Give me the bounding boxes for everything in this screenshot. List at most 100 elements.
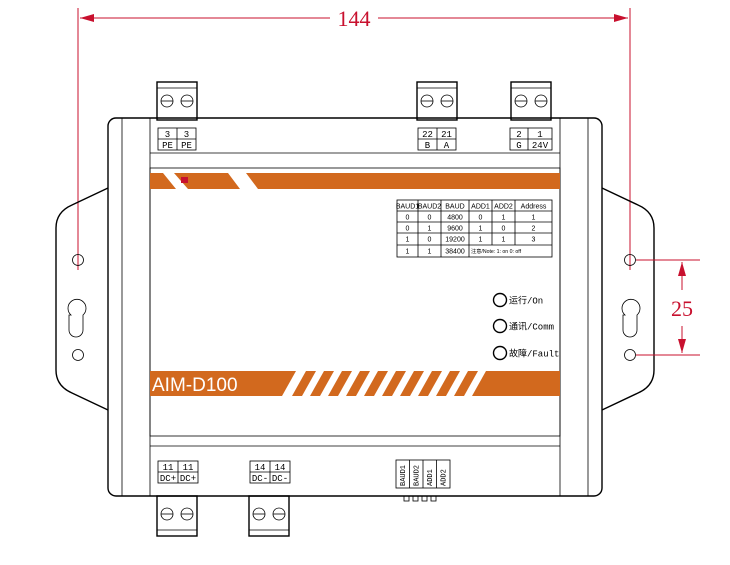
table-cell: 1	[428, 226, 432, 233]
table-cell: 1	[532, 215, 536, 222]
left-keyhole-slot	[67, 298, 87, 338]
terminal-label: DC-	[252, 474, 268, 484]
model-name: AIM-D100	[152, 375, 238, 396]
dip-actuator-icon	[412, 495, 419, 502]
dip-actuator-icon	[430, 495, 437, 502]
terminal-number: 11	[183, 463, 194, 473]
right-mounting-flange	[601, 187, 655, 411]
terminal-block-rs485	[416, 81, 458, 121]
terminal-label: PE	[181, 141, 192, 151]
terminal-number: 11	[163, 463, 174, 473]
terminal-block-dc-minus	[248, 495, 290, 537]
dip-switch-label: BAUD2	[414, 465, 422, 486]
left-mounting-hole-top	[72, 254, 84, 266]
terminal-block-pe	[156, 81, 198, 121]
hole-spacing-dimension: 25	[636, 259, 700, 356]
terminal-label: G	[516, 141, 521, 151]
terminal-number: 14	[255, 463, 266, 473]
terminal-label: A	[444, 141, 450, 151]
table-cell: 1	[479, 237, 483, 244]
terminal-number: 1	[537, 130, 542, 140]
terminal-number: 21	[441, 130, 452, 140]
terminal-block-power	[510, 81, 552, 121]
terminal-number: 22	[422, 130, 433, 140]
terminal-label: 24V	[532, 141, 549, 151]
model-banner: AIM-D100	[150, 371, 560, 396]
dip-switch-label: ADD1	[427, 469, 435, 486]
front-cover	[149, 167, 561, 437]
terminal-label: B	[425, 141, 431, 151]
table-cell: 1	[502, 215, 506, 222]
dip-actuator-icon	[421, 495, 428, 502]
dip-switch-label: ADD2	[441, 469, 449, 486]
table-note: 注意/Note: 1: on 0: off	[471, 247, 522, 255]
dip-switch: BAUD1 BAUD2 ADD1 ADD2	[395, 459, 451, 502]
table-header: Address	[521, 204, 547, 211]
right-mounting-hole-bottom	[624, 349, 636, 361]
right-mounting-hole-top	[624, 254, 636, 266]
table-cell: 1	[428, 249, 432, 256]
right-keyhole-slot	[621, 298, 641, 338]
terminal-number: 14	[275, 463, 286, 473]
table-cell: 0	[479, 215, 483, 222]
width-dimension: 144	[77, 6, 631, 270]
table-cell: 1	[479, 226, 483, 233]
housing	[107, 117, 603, 497]
table-cell: 0	[428, 215, 432, 222]
table-cell: 4800	[447, 215, 463, 222]
dip-switch-label: BAUD1	[400, 465, 408, 486]
terminal-number: 2	[516, 130, 521, 140]
width-arrow-left	[80, 14, 94, 22]
indicator-label: 运行/On	[509, 295, 543, 307]
table-header: ADD2	[494, 204, 513, 211]
terminal-label: DC+	[160, 474, 176, 484]
table-cell: 0	[428, 237, 432, 244]
led-comm-icon	[492, 318, 508, 334]
table-cell: 1	[406, 249, 410, 256]
spacing-dimension-value: 25	[671, 296, 693, 321]
table-cell: 0	[406, 215, 410, 222]
table-header: ADD1	[471, 204, 490, 211]
terminal-number: 3	[165, 130, 170, 140]
table-cell: 19200	[445, 237, 465, 244]
setting-table-frame	[396, 199, 553, 258]
table-header: BAUD2	[418, 204, 441, 211]
width-dimension-value: 144	[338, 6, 371, 31]
top-terminal-labels: 3 PE 3 PE 22 B 21 A 2 G 1 24V	[157, 127, 553, 151]
table-cell: 2	[532, 226, 536, 233]
top-terminal-blocks: 3 PE 3 PE 22 B 21 A 2 G 1 24V	[156, 81, 553, 151]
left-mounting-hole-bottom	[72, 349, 84, 361]
spacing-arrow-top	[678, 262, 686, 276]
table-cell: 38400	[445, 249, 465, 256]
terminal-block-dc-plus	[156, 495, 198, 537]
indicator-label: 通讯/Comm	[509, 322, 554, 333]
status-indicators: 运行/On 通讯/Comm 故障/Fault	[492, 292, 559, 361]
table-cell: 1	[406, 237, 410, 244]
setting-table: BAUD1 BAUD2 BAUD ADD1 ADD2 Address 0 0 4…	[396, 199, 553, 258]
table-cell: 1	[502, 237, 506, 244]
banner-stripes	[292, 371, 560, 396]
housing-outline	[107, 117, 603, 497]
spacing-arrow-bottom	[678, 339, 686, 353]
table-cell: 0	[406, 226, 410, 233]
table-header: BAUD1	[396, 204, 419, 211]
top-accent-stripe	[150, 173, 560, 189]
brand-logo-icon	[181, 177, 188, 183]
bottom-terminal-blocks	[156, 495, 290, 537]
terminal-label: DC-	[272, 474, 288, 484]
table-cell: 3	[532, 237, 536, 244]
width-arrow-right	[614, 14, 628, 22]
terminal-label: PE	[162, 141, 173, 151]
table-cell: 0	[502, 226, 506, 233]
terminal-number: 3	[184, 130, 189, 140]
led-fault-icon	[492, 345, 508, 361]
indicator-label: 故障/Fault	[509, 348, 559, 360]
left-mounting-flange	[55, 187, 109, 411]
led-on-icon	[492, 292, 508, 308]
table-cell: 9600	[447, 226, 463, 233]
dip-actuator-icon	[403, 495, 410, 502]
bottom-terminal-labels: 11 DC+ 11 DC+ 14 DC- 14 DC-	[157, 460, 291, 484]
terminal-label: DC+	[180, 474, 196, 484]
table-header: BAUD	[445, 204, 464, 211]
